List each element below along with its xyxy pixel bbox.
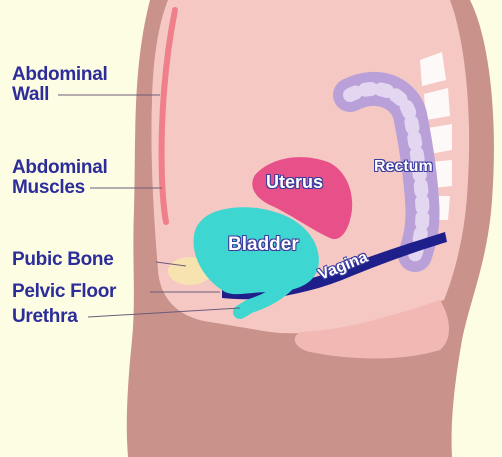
label-abdominal-wall-line1: Abdominal: [12, 65, 107, 85]
label-abdominal-muscles-line2: Muscles: [12, 178, 107, 198]
organ-label-bladder: Bladder: [228, 234, 299, 256]
organ-label-rectum: Rectum: [374, 158, 433, 176]
label-abdominal-muscles: Abdominal Muscles: [12, 158, 107, 198]
label-abdominal-muscles-line1: Abdominal: [12, 158, 107, 178]
label-abdominal-wall-line2: Wall: [12, 85, 107, 105]
label-abdominal-wall: Abdominal Wall: [12, 65, 107, 105]
label-urethra: Urethra: [12, 307, 77, 327]
label-pubic-bone: Pubic Bone: [12, 250, 114, 270]
organ-label-uterus: Uterus: [266, 172, 323, 193]
label-pelvic-floor: Pelvic Floor: [12, 282, 116, 302]
